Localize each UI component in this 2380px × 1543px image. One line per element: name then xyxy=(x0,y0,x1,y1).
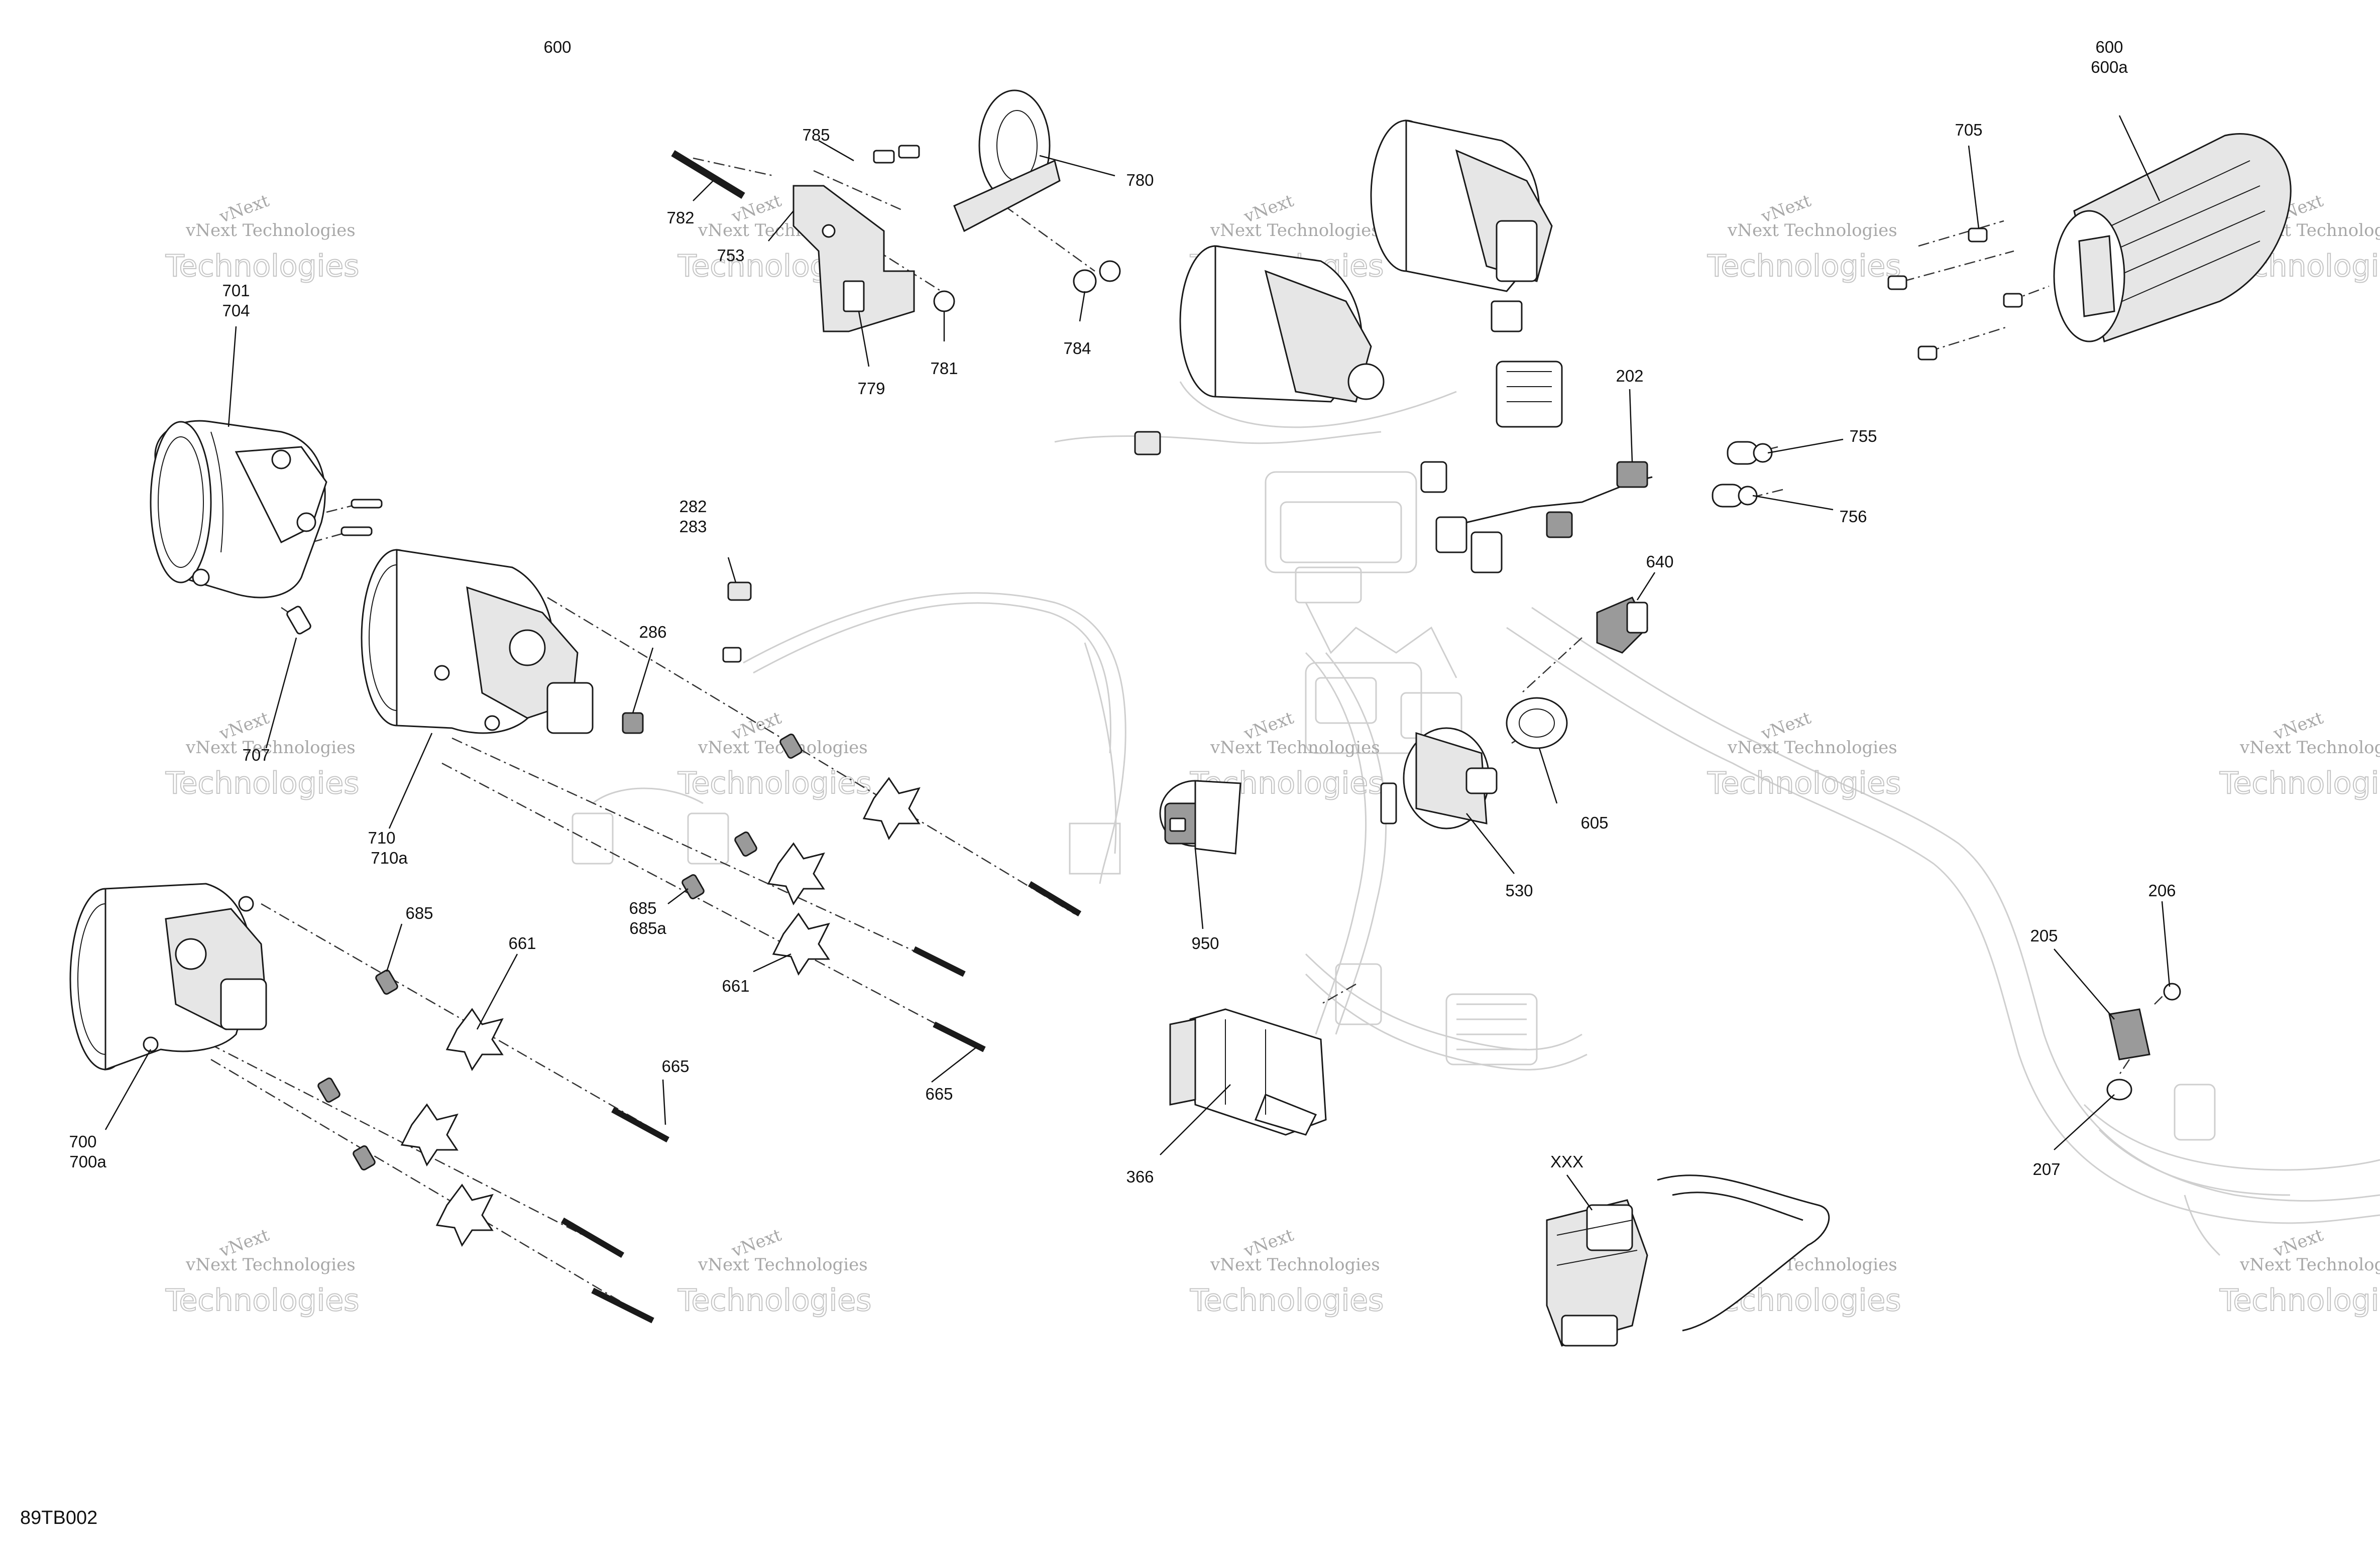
watermark-large: Technologies xyxy=(1707,249,1901,284)
callout-704: 704 xyxy=(222,301,250,320)
callout-366: 366 xyxy=(1126,1167,1154,1186)
callout-756: 756 xyxy=(1839,507,1867,526)
callout-xxx: XXX xyxy=(1550,1152,1583,1171)
callout-700: 700 xyxy=(69,1132,96,1151)
watermarks: Technologies vNext Technologies vNext Te… xyxy=(165,191,2380,1319)
lamp-housing-701 xyxy=(150,420,327,599)
switch-640 xyxy=(1596,597,1648,654)
watermark-large: Technologies xyxy=(1707,766,1901,801)
callout-685a: 685a xyxy=(629,919,666,937)
callout-710: 710 xyxy=(368,828,395,847)
handlebar-switch-xxx xyxy=(1546,1174,1830,1347)
clips-282-286 xyxy=(622,581,752,734)
callout-283: 283 xyxy=(679,517,707,536)
horn-780 xyxy=(953,89,1061,232)
fog-lamp-700 xyxy=(69,883,267,1071)
callout-950: 950 xyxy=(1191,934,1219,953)
callout-205: 205 xyxy=(2030,926,2058,945)
lamp-600 xyxy=(2053,133,2292,342)
watermark-small: vNext Technologies xyxy=(698,1255,868,1275)
callout-661-b: 661 xyxy=(722,977,749,995)
watermark-large: Technologies xyxy=(2219,766,2380,801)
callout-753: 753 xyxy=(717,246,744,265)
screws-705 xyxy=(1887,227,2023,361)
bulbs-755-756 xyxy=(1712,441,1773,508)
callout-206: 206 xyxy=(2148,881,2176,900)
callout-282: 282 xyxy=(679,497,707,516)
callout-755: 755 xyxy=(1849,427,1877,445)
watermark-small: vNext Technologies xyxy=(1210,738,1380,758)
callout-700a: 700a xyxy=(69,1152,106,1171)
callout-707: 707 xyxy=(242,746,270,764)
callout-781: 781 xyxy=(930,359,958,378)
watermark-large: Technologies xyxy=(165,1283,359,1318)
star-knobs-661 xyxy=(400,777,921,1247)
watermark-small: vNext Technologies xyxy=(185,738,356,758)
springs-685 xyxy=(317,734,803,1170)
long-bolts-665 xyxy=(560,881,1082,1324)
watermark-large: Technologies xyxy=(165,766,359,801)
callout-782: 782 xyxy=(666,208,694,227)
watermark-small: vNext Technologies xyxy=(1727,738,1897,758)
bracket-779 xyxy=(792,185,915,332)
callout-785: 785 xyxy=(802,126,830,144)
bracket-205 xyxy=(2106,983,2181,1101)
callout-286: 286 xyxy=(639,623,666,641)
watermark-small: vNext Technologies xyxy=(185,220,356,241)
callout-labels: 600 600 600a 705 785 780 782 753 779 781… xyxy=(69,38,2176,1186)
watermark-large: Technologies xyxy=(677,766,871,801)
callout-605: 605 xyxy=(1580,813,1608,832)
watermark-large: Technologies xyxy=(677,1283,871,1318)
callout-779: 779 xyxy=(857,379,885,398)
relay-366 xyxy=(1169,1008,1327,1136)
diagram-code: 89TB002 xyxy=(20,1507,97,1528)
callout-710a: 710a xyxy=(371,849,408,867)
watermark-large: Technologies xyxy=(2219,1283,2380,1318)
watermark-large: Technologies xyxy=(165,249,359,284)
watermark-small: vNext Technologies xyxy=(1210,220,1380,241)
watermark-small: vNext Technologies xyxy=(1210,1255,1380,1275)
callout-685: 685 xyxy=(405,904,433,922)
callout-701: 701 xyxy=(222,281,250,300)
connector-harness-202 xyxy=(1420,361,1653,573)
callout-661: 661 xyxy=(508,934,536,953)
callout-665: 665 xyxy=(661,1057,689,1076)
grommet-605 xyxy=(1506,697,1568,749)
headlamp-assembly xyxy=(1134,120,1553,455)
callout-705: 705 xyxy=(1955,121,1982,139)
power-outlet-950 xyxy=(1159,780,1241,855)
callout-640: 640 xyxy=(1646,552,1673,571)
switch-530 xyxy=(1380,727,1498,829)
callout-665-b: 665 xyxy=(925,1085,953,1103)
screws-701 xyxy=(286,499,383,635)
callout-202: 202 xyxy=(1616,367,1643,385)
watermark-large: Technologies xyxy=(1190,1283,1384,1318)
callout-784: 784 xyxy=(1063,339,1091,358)
watermark-small: vNext Technologies xyxy=(1727,220,1897,241)
callout-600a: 600a xyxy=(2091,58,2128,76)
watermark-small: vNext Technologies xyxy=(2239,1255,2380,1275)
callout-207: 207 xyxy=(2032,1160,2060,1178)
leader-lines xyxy=(104,115,2171,1211)
callout-530: 530 xyxy=(1505,881,1533,900)
bolts-782-785 xyxy=(671,145,1121,312)
callout-685-b: 685 xyxy=(629,899,656,917)
callout-600: 600 xyxy=(543,38,571,56)
watermark-small: vNext Technologies xyxy=(2239,738,2380,758)
fog-lamp-710 xyxy=(361,549,594,734)
callout-780: 780 xyxy=(1126,171,1154,189)
callout-600-top: 600 xyxy=(2095,38,2123,56)
watermark-small: vNext Technologies xyxy=(185,1255,356,1275)
